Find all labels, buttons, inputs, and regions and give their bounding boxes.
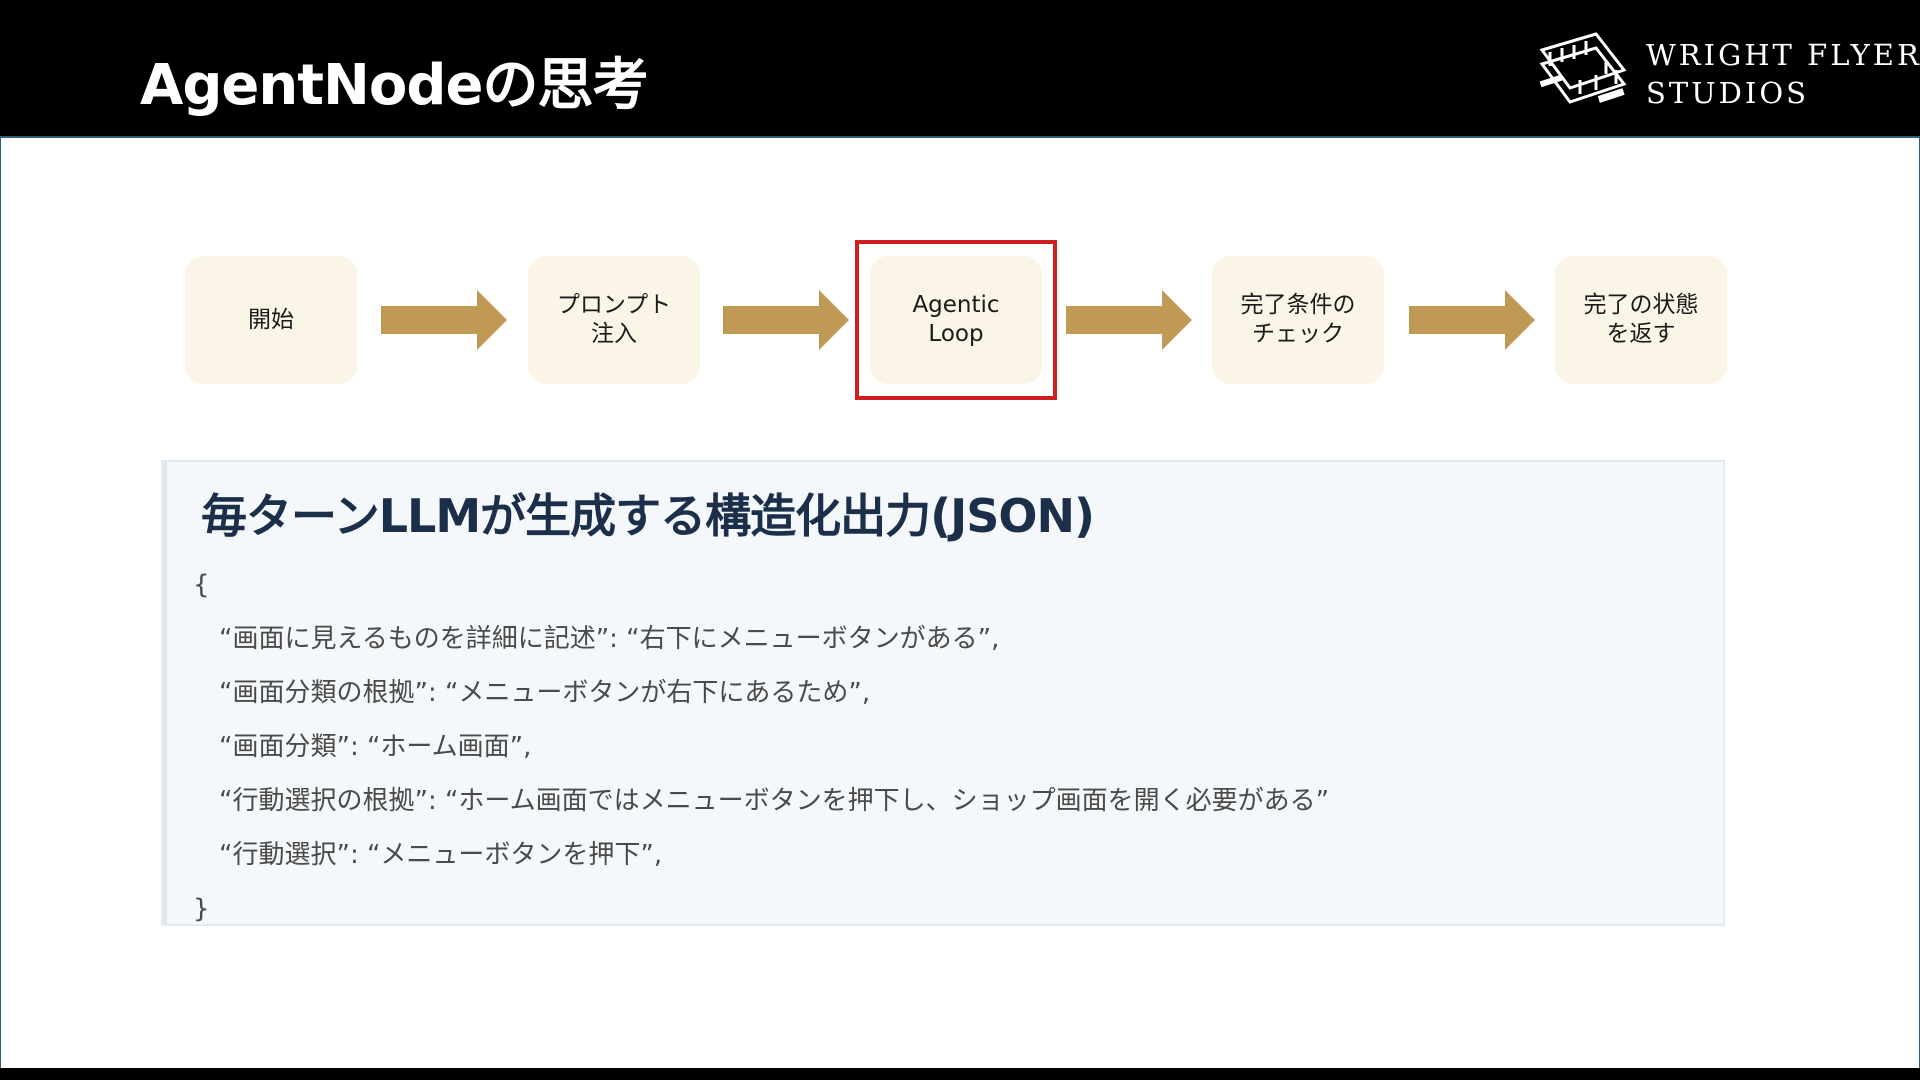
flow-step-prompt-injection: プロンプト 注入	[528, 256, 700, 384]
json-line: “行動選択”: “メニューボタンを押下”,	[219, 840, 663, 870]
biplane-icon	[1539, 32, 1627, 104]
highlight-box	[855, 240, 1057, 400]
flow-step-completion-check: 完了条件の チェック	[1212, 256, 1384, 384]
logo-line-2: STUDIOS	[1646, 76, 1809, 110]
logo-text: WRIGHT FLYER STUDIOS	[1646, 36, 1920, 112]
flow-arrow-icon	[1066, 290, 1192, 350]
slide-body: 開始 プロンプト 注入 Agentic Loop 完了条件の チェック 完了の状…	[0, 136, 1920, 1069]
json-open-brace: {	[193, 570, 210, 600]
footer-bar	[0, 1068, 1920, 1080]
json-line: “画面に見えるものを詳細に記述”: “右下にメニューボタンがある”,	[219, 624, 1000, 654]
flow-arrow-icon	[381, 290, 507, 350]
json-code-block: { “画面に見えるものを詳細に記述”: “右下にメニューボタンがある”, “画面…	[193, 558, 1693, 936]
json-line: “画面分類”: “ホーム画面”,	[219, 732, 532, 762]
process-flow: 開始 プロンプト 注入 Agentic Loop 完了条件の チェック 完了の状…	[1, 138, 1919, 400]
slide-title: AgentNodeの思考	[140, 53, 648, 118]
flow-step-start: 開始	[185, 256, 357, 384]
company-logo: WRIGHT FLYER STUDIOS	[1536, 26, 1919, 110]
panel-title: 毎ターンLLMが生成する構造化出力(JSON)	[201, 489, 1095, 543]
flow-step-agentic-loop: Agentic Loop	[870, 256, 1042, 384]
logo-line-1: WRIGHT FLYER	[1646, 38, 1920, 72]
json-output-panel: 毎ターンLLMが生成する構造化出力(JSON) { “画面に見えるものを詳細に記…	[161, 460, 1725, 926]
flow-arrow-icon	[1409, 290, 1535, 350]
panel-accent-bar	[163, 462, 167, 924]
json-line: “画面分類の根拠”: “メニューボタンが右下にあるため”,	[219, 678, 871, 708]
json-close-brace: }	[193, 894, 210, 924]
json-line: “行動選択の根拠”: “ホーム画面ではメニューボタンを押下し、ショップ画面を開く…	[219, 786, 1330, 816]
flow-step-return-state: 完了の状態 を返す	[1555, 256, 1727, 384]
slide-header: AgentNodeの思考 WRIGHT FLYER STUDIOS	[0, 0, 1920, 136]
flow-arrow-icon	[723, 290, 849, 350]
